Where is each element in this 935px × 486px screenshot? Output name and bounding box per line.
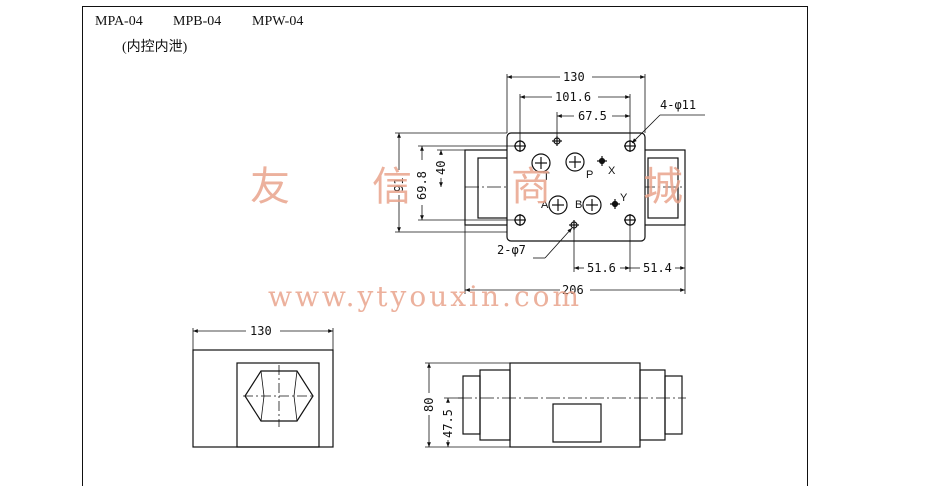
port-label-a: A (541, 199, 549, 211)
dim-pin-holes: 2-φ7 (497, 243, 526, 257)
model-label-mpb: MPB-04 (173, 14, 222, 29)
watermark-char: 城 (643, 164, 683, 210)
front-body (509, 362, 641, 448)
control-type-subtitle: (内控内泄) (122, 40, 188, 55)
end-cap-left (477, 157, 509, 219)
front-cap-right (639, 369, 666, 441)
dim-total-height: 91 (392, 178, 406, 192)
end-cap-right (647, 157, 679, 219)
watermark-char: 商 (511, 164, 551, 210)
nameplate (552, 403, 602, 443)
port-p (565, 152, 585, 172)
dim-offset-b: 51.4 (643, 261, 672, 275)
front-plug-left (462, 375, 481, 435)
dim-side-width: 130 (250, 324, 272, 338)
watermark-url: www.ytyouxin.com (268, 280, 582, 313)
top-dimension-lines (395, 74, 705, 294)
port-label-b: B (575, 199, 582, 211)
watermark-char: 信 (372, 164, 412, 210)
dim-hole-spacing-b: 67.5 (578, 109, 607, 123)
model-label-mpa: MPA-04 (95, 14, 143, 29)
watermark-char: 友 (250, 164, 290, 210)
port-t (531, 153, 551, 173)
mount-hole (624, 214, 636, 226)
pin-hole (569, 220, 579, 230)
dim-hole-spacing-a: 101.6 (555, 90, 591, 104)
drawing-frame (82, 6, 808, 486)
front-view (425, 362, 686, 448)
dim-front-half-height: 47.5 (441, 409, 455, 438)
dim-mount-holes: 4-φ11 (660, 98, 696, 112)
dim-top-width: 130 (563, 70, 585, 84)
dim-offset-a: 51.6 (587, 261, 616, 275)
front-plug-right (664, 375, 683, 435)
side-view (192, 328, 334, 448)
port-y-marker (610, 199, 620, 209)
port-x-marker (597, 156, 607, 166)
port-b (582, 195, 602, 215)
port-label-t: T (543, 171, 550, 183)
port-label-x: X (608, 165, 616, 177)
top-view (464, 132, 686, 242)
front-cap-left (479, 369, 511, 441)
port-label-p: P (586, 169, 593, 181)
port-a (548, 195, 568, 215)
pin-hole (552, 136, 562, 146)
model-label-mpw: MPW-04 (252, 14, 304, 29)
watermark: 友 信 商 城 www.ytyouxin.com (250, 164, 683, 313)
side-inner-block (236, 362, 320, 448)
top-dimension-texts: 130 101.6 67.5 4-φ11 2-φ7 51.6 51.4 206 … (392, 70, 696, 297)
port-labels: T P X A B Y (541, 165, 628, 211)
port-label-y: Y (620, 192, 628, 204)
dim-height-b: 40 (434, 161, 448, 175)
dim-height-a: 69.8 (415, 171, 429, 200)
dim-total-length: 206 (562, 283, 584, 297)
dim-front-height: 80 (422, 398, 436, 412)
